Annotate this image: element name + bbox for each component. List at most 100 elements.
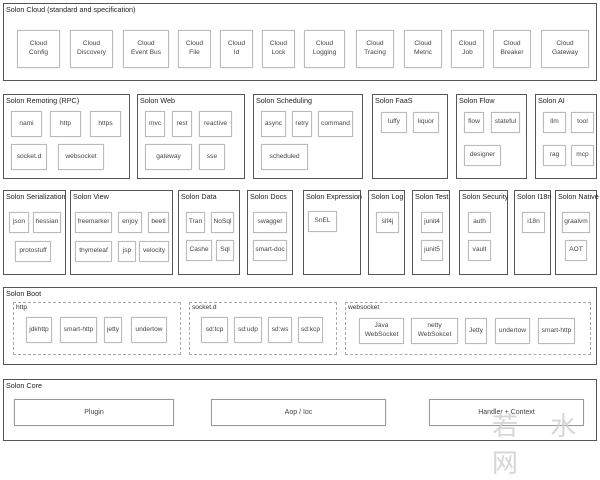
module-hessian: hessian xyxy=(33,212,61,233)
module-snel: SnEL xyxy=(308,211,337,232)
module-smart-http: smart-http xyxy=(60,317,97,343)
group-title: Solon FaaS xyxy=(375,96,413,105)
boot-websocket-section: websocket Java WebSocket netty WebSokcet… xyxy=(345,302,591,355)
module-command: command xyxy=(318,111,353,137)
module-cloud-logging: Cloud Logging xyxy=(304,30,345,68)
solon-serialization-group: Solon Serialization json hessian protost… xyxy=(3,190,66,275)
module-graalvm: graalvm xyxy=(562,212,590,233)
module-beetl: beetl xyxy=(148,212,169,233)
solon-cloud-group: Solon Cloud (standard and specification)… xyxy=(3,3,597,81)
section-title: websocket xyxy=(348,304,380,311)
solon-core-group: Solon Core Plugin Aop / Ioc Handler + Co… xyxy=(3,379,597,441)
module-https: https xyxy=(90,111,121,137)
module-sd-ws: sd:ws xyxy=(268,317,292,343)
module-luffy: luffy xyxy=(381,112,407,133)
module-http: http xyxy=(50,111,81,137)
solon-remoting-group: Solon Remoting (RPC) nami http https soc… xyxy=(3,94,130,179)
module-smart-http-ws: smart-http xyxy=(538,318,575,344)
solon-boot-group: Solon Boot http jdkhttp smart-http jetty… xyxy=(3,287,597,365)
module-protostuff: protostuff xyxy=(15,241,51,262)
module-nami: nami xyxy=(11,111,42,137)
module-tool: tool xyxy=(571,112,594,133)
module-aop-ioc: Aop / Ioc xyxy=(211,399,386,426)
module-velocity: velocity xyxy=(139,241,169,262)
module-enjoy: enjoy xyxy=(118,212,142,233)
group-title: Solon Test xyxy=(415,192,449,201)
module-cloud-gateway: Cloud Gateway xyxy=(541,30,589,68)
module-netty-websocket: netty WebSokcet xyxy=(411,318,458,344)
module-junit5: junit5 xyxy=(421,240,443,261)
module-liquor: liquor xyxy=(413,112,439,133)
module-undertow: undertow xyxy=(131,317,167,343)
module-cloud-job: Cloud Job xyxy=(451,30,484,68)
module-aot: AOT xyxy=(565,240,587,261)
section-title: http xyxy=(16,304,27,311)
module-gateway: gateway xyxy=(145,144,192,170)
module-mcp: mcp xyxy=(571,145,594,166)
group-title: Solon Docs xyxy=(250,192,287,201)
module-slf4j: slf4j xyxy=(376,212,399,233)
module-cloud-file: Cloud File xyxy=(178,30,211,68)
solon-scheduling-group: Solon Scheduling async retry command sch… xyxy=(253,94,363,179)
module-java-websocket: Java WebSocket xyxy=(359,318,404,344)
module-cloud-event-bus: Cloud Event Bus xyxy=(123,30,169,68)
module-cashe: Cashe xyxy=(186,240,212,261)
module-reactive: reactive xyxy=(199,111,232,137)
boot-http-section: http jdkhttp smart-http jetty undertow xyxy=(13,302,181,355)
module-handler-context: Handler + Context xyxy=(429,399,584,426)
module-plugin: Plugin xyxy=(14,399,174,426)
group-title: Solon Expression xyxy=(306,192,362,201)
module-sd-udp: sd:udp xyxy=(234,317,262,343)
solon-ai-group: Solon AI llm tool rag mcp xyxy=(535,94,597,179)
module-jsp: jsp xyxy=(118,241,136,262)
module-jetty: jetty xyxy=(104,317,122,343)
module-i18n: i18n xyxy=(522,212,545,233)
module-smart-doc: smart-doc xyxy=(253,240,287,261)
group-title: Solon Scheduling xyxy=(256,96,312,105)
module-sd-tcp: sd:tcp xyxy=(201,317,228,343)
solon-flow-group: Solon Flow flow stateful designer xyxy=(456,94,527,179)
group-title: Solon Data xyxy=(181,192,217,201)
module-sse: sse xyxy=(199,144,225,170)
group-title: Solon Remoting (RPC) xyxy=(6,96,80,105)
group-title: Solon I18n xyxy=(517,192,552,201)
module-mvc: mvc xyxy=(145,111,165,137)
module-freemarker: freemarker xyxy=(75,212,112,233)
group-title: Solon Security xyxy=(462,192,509,201)
module-undertow-ws: undertow xyxy=(495,318,530,344)
module-rest: rest xyxy=(172,111,192,137)
solon-data-group: Solon Data Tran NoSql Cashe Sql xyxy=(178,190,240,275)
module-swagger: swagger xyxy=(253,212,287,233)
module-jetty-ws: Jetty xyxy=(465,318,487,344)
group-title: Solon Cloud (standard and specification) xyxy=(6,5,136,14)
module-cloud-config: Cloud Config xyxy=(17,30,60,68)
module-websocket: websocket xyxy=(58,144,104,170)
group-title: Solon AI xyxy=(538,96,565,105)
boot-socketd-section: socket.d sd:tcp sd:udp sd:ws sd:kcp xyxy=(189,302,337,355)
module-junit4: junit4 xyxy=(421,212,443,233)
group-title: Solon Native xyxy=(558,192,599,201)
solon-view-group: Solon View freemarker enjoy beetl thymel… xyxy=(70,190,173,275)
module-flow: flow xyxy=(464,112,484,133)
module-rag: rag xyxy=(543,145,566,166)
module-cloud-metric: Cloud Metric xyxy=(404,30,442,68)
module-cloud-id: Cloud Id xyxy=(220,30,253,68)
group-title: Solon Flow xyxy=(459,96,495,105)
module-cloud-breaker: Cloud Breaker xyxy=(493,30,531,68)
module-stateful: stateful xyxy=(491,112,520,133)
module-json: json xyxy=(9,212,29,233)
solon-web-group: Solon Web mvc rest reactive gateway sse xyxy=(137,94,245,179)
group-title: Solon Log xyxy=(371,192,404,201)
module-thymeleaf: thymeleaf xyxy=(75,241,112,262)
solon-native-group: Solon Native graalvm AOT xyxy=(555,190,599,275)
watermark: 若 水 网 xyxy=(492,412,589,479)
group-title: Solon Core xyxy=(6,381,42,390)
solon-expression-group: Solon Expression SnEL xyxy=(303,190,362,275)
solon-faas-group: Solon FaaS luffy liquor xyxy=(372,94,448,179)
module-designer: designer xyxy=(464,145,501,166)
group-title: Solon Serialization xyxy=(6,192,66,201)
group-title: Solon Boot xyxy=(6,289,42,298)
module-auth: auth xyxy=(468,212,491,233)
solon-test-group: Solon Test junit4 junit5 xyxy=(412,190,450,275)
module-cloud-tracing: Cloud Tracing xyxy=(356,30,394,68)
